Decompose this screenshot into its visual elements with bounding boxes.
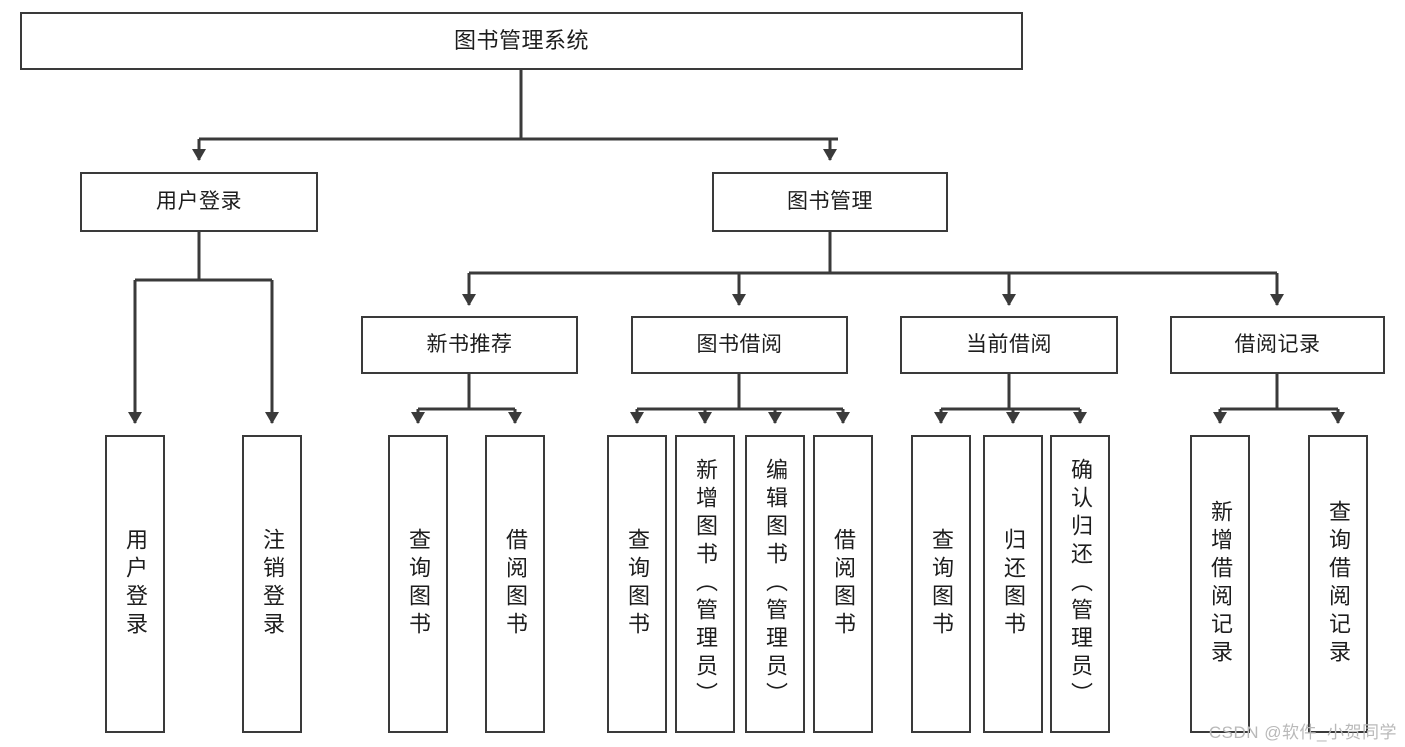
node-book-borrow-label: 图书借阅 bbox=[696, 332, 783, 356]
leaf-logout[interactable]: 注销登录 bbox=[242, 435, 302, 733]
leaf-add-record-label: 新增借阅记录 bbox=[1208, 500, 1233, 668]
node-user-login[interactable]: 用户登录 bbox=[80, 172, 318, 232]
node-current-borrow-label: 当前借阅 bbox=[966, 332, 1052, 356]
leaf-borrow-book-bb[interactable]: 借阅图书 bbox=[813, 435, 873, 733]
leaf-edit-book[interactable]: 编辑图书（管理员） bbox=[745, 435, 805, 733]
leaf-confirm-return[interactable]: 确认归还（管理员） bbox=[1050, 435, 1110, 733]
leaf-add-book[interactable]: 新增图书（管理员） bbox=[675, 435, 735, 733]
node-borrow-record[interactable]: 借阅记录 bbox=[1170, 316, 1385, 374]
leaf-borrow-book-rec-label: 借阅图书 bbox=[503, 528, 528, 640]
leaf-query-book-cb-label: 查询图书 bbox=[929, 528, 954, 640]
leaf-query-book-rec-label: 查询图书 bbox=[406, 528, 431, 640]
leaf-return-book-label: 归还图书 bbox=[1001, 528, 1026, 640]
leaf-query-record[interactable]: 查询借阅记录 bbox=[1308, 435, 1368, 733]
leaf-borrow-book-rec[interactable]: 借阅图书 bbox=[485, 435, 545, 733]
leaf-add-book-label: 新增图书（管理员） bbox=[693, 458, 718, 710]
node-book-manage[interactable]: 图书管理 bbox=[712, 172, 948, 232]
node-book-manage-label: 图书管理 bbox=[787, 189, 873, 213]
leaf-query-record-label: 查询借阅记录 bbox=[1326, 500, 1351, 668]
leaf-return-book[interactable]: 归还图书 bbox=[983, 435, 1043, 733]
node-new-book-rec-label: 新书推荐 bbox=[426, 332, 513, 356]
leaf-user-login[interactable]: 用户登录 bbox=[105, 435, 165, 733]
leaf-add-record[interactable]: 新增借阅记录 bbox=[1190, 435, 1250, 733]
leaf-edit-book-label: 编辑图书（管理员） bbox=[763, 458, 788, 710]
leaf-logout-label: 注销登录 bbox=[260, 528, 285, 640]
leaf-confirm-return-label: 确认归还（管理员） bbox=[1068, 458, 1093, 710]
leaf-query-book-cb[interactable]: 查询图书 bbox=[911, 435, 971, 733]
node-root[interactable]: 图书管理系统 bbox=[20, 12, 1023, 70]
leaf-user-login-label: 用户登录 bbox=[123, 528, 148, 640]
node-borrow-record-label: 借阅记录 bbox=[1234, 332, 1321, 356]
node-root-label: 图书管理系统 bbox=[453, 28, 589, 54]
node-new-book-rec[interactable]: 新书推荐 bbox=[361, 316, 578, 374]
leaf-query-book-bb[interactable]: 查询图书 bbox=[607, 435, 667, 733]
leaf-borrow-book-bb-label: 借阅图书 bbox=[831, 528, 856, 640]
leaf-query-book-bb-label: 查询图书 bbox=[625, 528, 650, 640]
csdn-watermark: CSDN @软件_小贺同学 bbox=[1208, 723, 1397, 742]
leaf-query-book-rec[interactable]: 查询图书 bbox=[388, 435, 448, 733]
node-user-login-label: 用户登录 bbox=[156, 189, 242, 213]
node-book-borrow[interactable]: 图书借阅 bbox=[631, 316, 848, 374]
node-current-borrow[interactable]: 当前借阅 bbox=[900, 316, 1118, 374]
